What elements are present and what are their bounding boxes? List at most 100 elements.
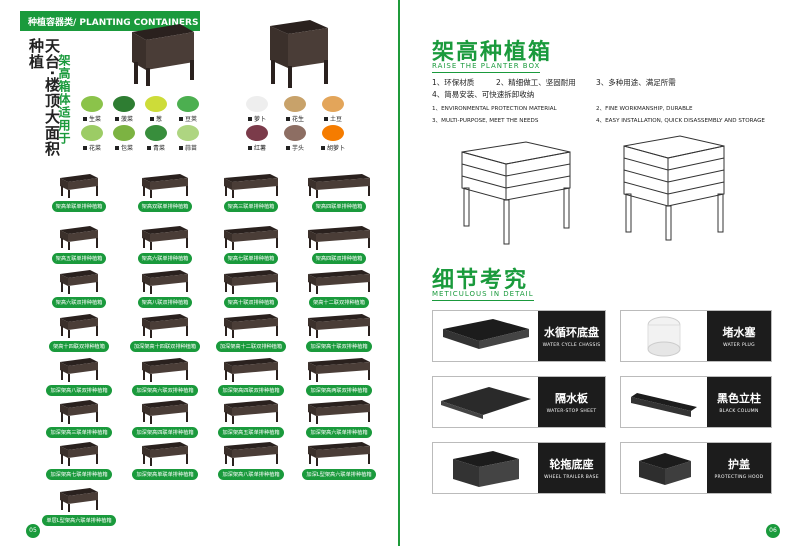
- product-label: 加深L型架高六联单排种植箱: [302, 469, 376, 480]
- vegetable-item: 生菜: [78, 96, 106, 123]
- product-item: 架高四联双排种植箱: [296, 224, 382, 264]
- bullet-icon: [320, 145, 325, 150]
- detail-en: WATER PLUG: [723, 343, 755, 348]
- vegetable-item: 红薯: [240, 125, 274, 152]
- bullet-icon: [114, 116, 119, 121]
- planter-image: [308, 174, 370, 198]
- product-label: 加深架高十二联双排种植箱: [215, 341, 287, 352]
- bullet-icon: [82, 116, 87, 121]
- product-item: 加深架高三联单排种植箱: [36, 398, 122, 438]
- vegetable-item: 青菜: [142, 125, 170, 152]
- detail-cn: 黑色立柱: [717, 392, 761, 405]
- detail-cn: 轮拖底座: [549, 458, 594, 471]
- planter-image: [60, 270, 98, 294]
- vegetable-image: [322, 96, 344, 112]
- vegetable-image: [81, 125, 103, 141]
- right-page: 架高种植箱 RAISE THE PLANTER BOX 1、环保材质 2、精细做…: [400, 0, 800, 546]
- chassis-image: [433, 311, 538, 361]
- vegetable-label: 葱: [155, 116, 162, 123]
- product-label: 加深架高四联双排种植箱: [218, 385, 284, 396]
- product-item: 加深架高四联双排种植箱: [208, 356, 294, 396]
- product-item: 架高三联单排种植箱: [208, 172, 294, 212]
- product-item: 加深架高六联单排种植箱: [296, 398, 382, 438]
- planter-image: [142, 358, 188, 382]
- product-label: 加深架高八联双排种植箱: [46, 385, 112, 396]
- feature-en-3: 3、MULTI-PURPOSE, MEET THE NEEDS: [432, 118, 539, 124]
- detail-cn: 堵水塞: [722, 326, 756, 339]
- product-label: 加深架高十联双排种植箱: [306, 341, 372, 352]
- bullet-icon: [82, 145, 87, 150]
- detail-black-column: 黑色立柱 BLACK COLUMN: [620, 376, 772, 428]
- planter-line-drawing-1: [461, 141, 571, 245]
- detail-cn: 护盖: [728, 458, 750, 471]
- section-title-detail: 细节考究: [432, 268, 529, 293]
- vegetable-label: 土豆: [329, 116, 342, 123]
- vegetable-label: 萝卜: [253, 116, 266, 123]
- vegetable-item: 土豆: [316, 96, 350, 123]
- feature-en-1: 1、ENVIRONMENTAL PROTECTION MATERIAL: [432, 106, 557, 112]
- section-subtitle-detail: METICULOUS IN DETAIL: [432, 290, 534, 301]
- vegetable-item: 胡萝卜: [316, 125, 350, 152]
- product-label: 加深架高七联单排种植箱: [46, 469, 112, 480]
- product-item: 加深架高两联双排种植箱: [296, 356, 382, 396]
- product-item: 加深架高四联单排种植箱: [122, 398, 208, 438]
- product-label: 架高单联单排种植箱: [51, 201, 107, 212]
- vegetable-image: [113, 125, 135, 141]
- vegetable-image: [145, 96, 167, 112]
- feature-cn-1: 1、环保材质: [432, 78, 475, 87]
- product-label: 架高五联单排种植箱: [51, 253, 107, 264]
- planter-image: [60, 400, 98, 424]
- planter-image: [224, 400, 278, 424]
- detail-en: PROTECTING HOOD: [714, 475, 764, 480]
- planter-image: [60, 442, 98, 466]
- column-image: [621, 377, 707, 427]
- planter-image: [224, 442, 278, 466]
- product-item: 架高十联双排种植箱: [208, 268, 294, 308]
- detail-cn: 隔水板: [555, 392, 588, 405]
- detail-protecting-hood: 护盖 PROTECTING HOOD: [620, 442, 772, 494]
- product-item: 架高十二联双排种植箱: [296, 268, 382, 308]
- vegetable-item: 芋头: [278, 125, 312, 152]
- section-subtitle-planter: RAISE THE PLANTER BOX: [432, 62, 541, 73]
- left-page: 种植容器类/ PLANTING CONTAINERS 天台·楼顶大面积种植 架高…: [20, 0, 400, 546]
- vertical-title-sub: 架高箱体适用于: [57, 54, 71, 145]
- vegetable-item: 花菜: [78, 125, 106, 152]
- vegetable-item: 萝卜: [240, 96, 274, 123]
- root-vegetable-grid: 萝卜 花生土豆红薯芋头胡萝卜: [240, 96, 350, 152]
- detail-en: BLACK COLUMN: [719, 409, 759, 414]
- vegetable-image: [113, 96, 135, 112]
- vegetable-item: 菠菜: [110, 96, 138, 123]
- product-label: 架高十二联双排种植箱: [309, 297, 369, 308]
- product-label: 加深架高六联单排种植箱: [306, 427, 372, 438]
- product-label: 加深架高六联双排种植箱: [132, 385, 198, 396]
- bullet-icon: [178, 116, 183, 121]
- product-label: 架高六联双排种植箱: [51, 297, 107, 308]
- planter-image: [308, 442, 370, 466]
- product-label: 架高双联单排种植箱: [137, 201, 193, 212]
- product-item: 单层L型架高六联单排种植箱: [36, 486, 122, 526]
- vegetable-item: 花生: [278, 96, 312, 123]
- planter-image: [60, 314, 98, 338]
- vegetable-label: 豆荚: [184, 116, 197, 123]
- planter-image: [308, 358, 370, 382]
- feature-cn-4: 4、简易安装、可快速拆卸收纳: [432, 90, 535, 99]
- planter-image: [142, 314, 188, 338]
- product-label: 架高八联双排种植箱: [137, 297, 193, 308]
- vertical-title-main: 天台·楼顶大面积种植: [27, 38, 61, 157]
- vegetable-label: 包菜: [120, 145, 133, 152]
- vegetable-label: 胡萝卜: [326, 145, 345, 152]
- plug-image: [621, 311, 707, 361]
- vegetable-grid: 生菜 菠菜葱 豆荚花菜包菜 青菜蒜苗: [78, 96, 202, 152]
- product-label: 加深架高十四联双排种植箱: [129, 341, 201, 352]
- feature-en-2: 2、FINE WORKMANSHIP, DURABLE: [596, 106, 693, 112]
- vegetable-image: [177, 96, 199, 112]
- product-label: 加深架高五联单排种植箱: [218, 427, 284, 438]
- product-item: 架高四联单排种植箱: [296, 172, 382, 212]
- product-item: 架高单联单排种植箱: [36, 172, 122, 212]
- planter-image: [142, 226, 188, 250]
- product-label: 架高十四联双排种植箱: [49, 341, 109, 352]
- vegetable-label: 生菜: [88, 116, 101, 123]
- vegetable-image: [81, 96, 103, 112]
- vegetable-label: 蒜苗: [184, 145, 197, 152]
